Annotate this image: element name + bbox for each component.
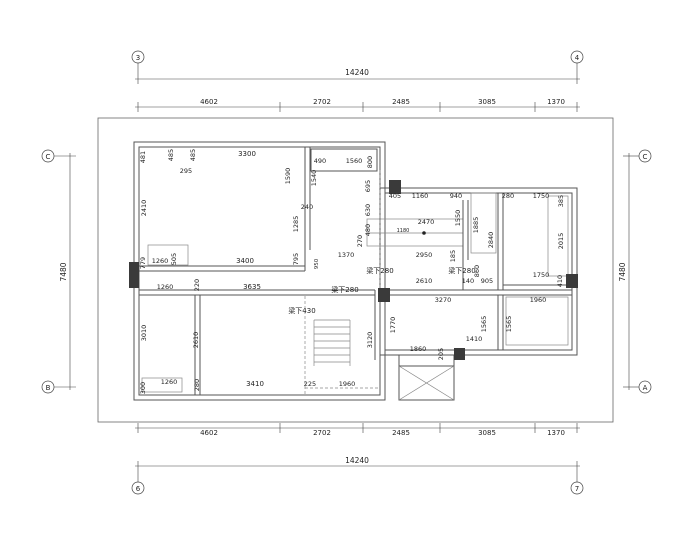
right-total-dim: 7480 (618, 262, 627, 281)
dim-2840: 2840 (487, 232, 495, 249)
bottom-total-dim: 14240 (345, 456, 369, 465)
dim-405: 405 (389, 192, 401, 200)
dim-695: 695 (364, 180, 372, 192)
columns (129, 180, 578, 360)
dim-1260c: 1260 (161, 378, 178, 386)
bottom-seg-4: 3085 (478, 429, 496, 437)
dim-940: 940 (450, 192, 462, 200)
dim-410: 410 (556, 275, 564, 287)
axis-label-top-right: 4 (575, 54, 580, 62)
dim-1860: 1860 (410, 345, 427, 353)
left-total-dim: 7480 (59, 262, 68, 281)
axis-label-top-left: 3 (136, 54, 140, 62)
walls (133, 141, 578, 401)
dim-280b: 280 (193, 379, 201, 391)
axis-label-left-bottom: B (46, 384, 51, 392)
dim-1590: 1590 (284, 168, 292, 185)
axis-label-right-top: C (643, 153, 648, 161)
dim-860: 860 (473, 265, 481, 277)
drawing-frame (97, 117, 614, 423)
dim-3410: 3410 (246, 380, 264, 388)
inner-dimensions: 481 485 485 3300 295 1590 490 1560 800 1… (139, 149, 565, 394)
dim-2610a: 2610 (416, 277, 433, 285)
dim-1565a: 1565 (480, 316, 488, 333)
axis-label-right-bottom: A (643, 384, 648, 392)
dim-1260b: 1260 (157, 283, 174, 291)
dim-3120: 3120 (366, 332, 374, 349)
dim-1410: 1410 (466, 335, 483, 343)
dim-485a: 485 (167, 149, 175, 161)
beam-note-280-c: 梁下280 (331, 285, 358, 294)
dim-1960b: 1960 (339, 380, 356, 388)
axis-label-bottom-left: 6 (136, 485, 141, 493)
dim-1565b: 1565 (505, 316, 513, 333)
dim-185: 185 (449, 250, 457, 262)
dim-1960a: 1960 (530, 296, 547, 304)
dim-1540: 1540 (310, 170, 318, 187)
bottom-seg-2: 2702 (313, 429, 331, 437)
dim-2015: 2015 (557, 233, 565, 250)
dim-481: 481 (139, 151, 147, 163)
top-seg-5: 1370 (547, 98, 565, 106)
dim-3400: 3400 (236, 257, 254, 265)
dim-2410: 2410 (140, 200, 148, 217)
dim-800: 800 (366, 156, 374, 168)
dim-1160: 1160 (412, 192, 429, 200)
dim-2470: 2470 (418, 218, 435, 226)
beam-note-280-a: 梁下280 (366, 266, 393, 275)
dim-490: 490 (314, 157, 326, 165)
bottom-seg-5: 1370 (547, 429, 565, 437)
dim-2610b: 2610 (192, 332, 200, 349)
dim-3270: 3270 (435, 296, 452, 304)
dim-1285: 1285 (292, 216, 300, 233)
dim-205: 205 (437, 348, 445, 360)
bottom-seg-1: 4602 (200, 429, 218, 437)
dim-1550: 1550 (454, 210, 462, 227)
beam-note-430: 梁下430 (288, 306, 315, 315)
dim-3635: 3635 (243, 283, 261, 291)
dim-795: 795 (292, 253, 300, 265)
top-seg-4: 3085 (478, 98, 496, 106)
dim-779: 779 (139, 257, 147, 269)
dim-2950: 2950 (416, 251, 433, 259)
dim-140: 140 (462, 277, 474, 285)
dim-280a: 280 (502, 192, 514, 200)
dim-1750a: 1750 (533, 192, 550, 200)
point-marker (422, 231, 426, 235)
dim-3010: 3010 (140, 325, 148, 342)
dim-505: 505 (170, 253, 178, 265)
dim-485b: 485 (189, 149, 197, 161)
dim-630: 630 (364, 204, 372, 216)
dim-950: 950 (314, 258, 320, 269)
top-total-dim: 14240 (345, 68, 369, 77)
dim-225: 225 (304, 380, 316, 388)
dim-1180: 1180 (397, 228, 410, 234)
dim-1260a: 1260 (152, 257, 169, 265)
beam-notes: 梁下280 梁下280 梁下280 梁下430 (288, 266, 475, 315)
dim-385: 385 (557, 195, 565, 207)
dim-905: 905 (481, 277, 493, 285)
beam-note-280-b: 梁下280 (448, 266, 475, 275)
dim-3300: 3300 (238, 150, 256, 158)
dim-240: 240 (301, 203, 313, 211)
dim-270: 270 (356, 235, 364, 247)
dim-1885: 1885 (472, 217, 480, 234)
dim-295: 295 (180, 167, 192, 175)
dim-480: 480 (364, 224, 372, 236)
dim-1370: 1370 (338, 251, 355, 259)
top-seg-2: 2702 (313, 98, 331, 106)
top-seg-3: 2485 (392, 98, 410, 106)
axis-label-bottom-right: 7 (575, 485, 579, 493)
dimension-chains: 14240 4602 2702 2485 3085 1370 4602 2702… (54, 63, 639, 482)
dim-300: 300 (139, 382, 147, 394)
dim-1560: 1560 (346, 157, 363, 165)
bottom-seg-3: 2485 (392, 429, 410, 437)
axis-label-left-top: C (46, 153, 51, 161)
dim-1770: 1770 (389, 317, 397, 334)
top-seg-1: 4602 (200, 98, 218, 106)
dim-1750b: 1750 (533, 271, 550, 279)
dim-220: 220 (193, 279, 201, 291)
